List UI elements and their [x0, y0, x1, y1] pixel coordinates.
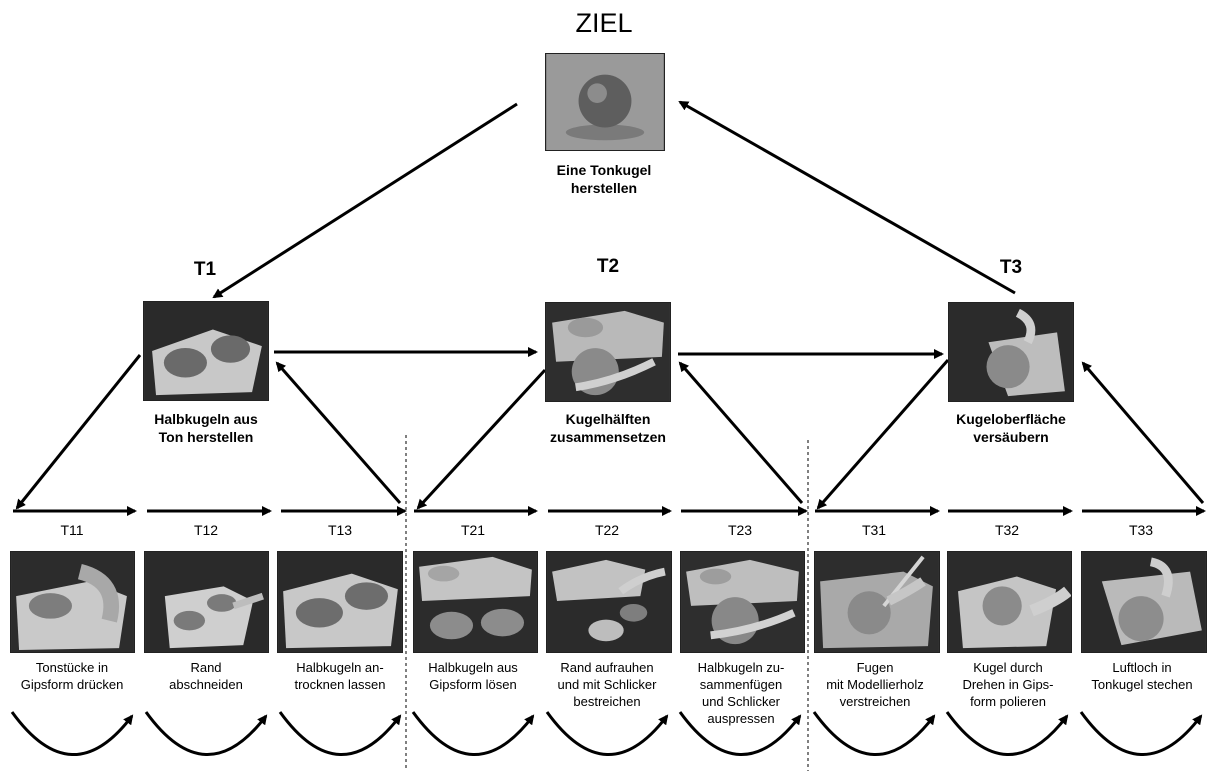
task-label-t2: T2 [596, 256, 620, 277]
curved-arrow-t12 [144, 711, 268, 756]
subtask-label-t21: T21 [460, 522, 486, 538]
subtask-photo-t23 [680, 551, 805, 653]
subtask-photo-t22 [546, 551, 672, 653]
subtask-caption-t31-line-2: mit Modellierholz [826, 677, 924, 692]
subtask-photo-t31 [814, 551, 940, 653]
curved-arrow-t21 [411, 711, 535, 756]
subtask-caption-t22-line-3: bestreichen [573, 694, 641, 709]
subtask-caption-t23: Halbkugeln zu- sammenfügen und Schlicker… [666, 659, 816, 727]
subtask-caption-t31: Fugen mit Modellierholz verstreichen [800, 659, 950, 710]
goal-caption: Eine Tonkugel herstellen [504, 161, 704, 197]
subtask-caption-t12-line-2: abschneiden [169, 677, 243, 692]
arrow-t33-to-t3 [1081, 361, 1205, 504]
curved-arrow-t22 [545, 711, 669, 756]
task-photo-t2 [545, 302, 671, 402]
task-caption-t2: Kugelhälften zusammensetzen [508, 410, 708, 446]
subtask-caption-t33: Luftloch in Tonkugel stechen [1067, 659, 1208, 693]
subtask-caption-t32: Kugel durch Drehen in Gips- form poliere… [933, 659, 1083, 710]
subtask-caption-t13-line-2: trocknen lassen [294, 677, 386, 692]
curved-arrow-t23 [678, 711, 802, 756]
task-caption-t3-line-2: versäubern [973, 429, 1049, 445]
task-caption-t3: Kugeloberfläche versäubern [911, 410, 1111, 446]
arrow-t13-to-t1 [275, 361, 402, 504]
task-caption-t1: Halbkugeln aus Ton herstellen [106, 410, 306, 446]
subtask-caption-t11-line-1: Tonstücke in [35, 660, 109, 675]
subtask-caption-t22-line-2: und mit Schlicker [557, 677, 657, 692]
subtask-caption-t32-line-1: Kugel durch [973, 660, 1043, 675]
subtask-caption-t31-line-3: verstreichen [839, 694, 911, 709]
task-caption-t1-line-1: Halbkugeln aus [154, 411, 258, 427]
subtask-caption-t11: Tonstücke in Gipsform drücken [0, 659, 147, 693]
subtask-label-t23: T23 [727, 522, 753, 538]
curved-arrow-t32 [945, 711, 1069, 756]
subtask-caption-t31-line-1: Fugen [856, 660, 894, 675]
subtask-caption-t11-line-2: Gipsform drücken [20, 677, 124, 692]
goal-caption-line-1: Eine Tonkugel [556, 162, 652, 178]
subtask-photo-t33 [1081, 551, 1207, 653]
subtask-caption-t33-line-1: Luftloch in [1112, 660, 1172, 675]
task-photo-t3 [948, 302, 1074, 402]
subtask-caption-t12-line-1: Rand [190, 660, 222, 675]
arrow-t1-to-t11 [15, 354, 142, 510]
subtask-label-t11: T11 [60, 522, 84, 538]
task-label-t3: T3 [999, 257, 1023, 278]
subtask-caption-t33-line-2: Tonkugel stechen [1091, 677, 1193, 692]
arrow-goal-to-t1 [212, 102, 518, 299]
subtask-label-t22: T22 [594, 522, 620, 538]
subtask-caption-t13: Halbkugeln an- trocknen lassen [265, 659, 415, 693]
arrow-t3-to-goal [678, 100, 1016, 295]
arrow-t3-to-t31 [816, 359, 950, 510]
goal-photo [545, 53, 665, 151]
subtask-photo-t13 [277, 551, 403, 653]
subtask-caption-t23-line-1: Halbkugeln zu- [697, 660, 785, 675]
subtask-caption-t32-line-2: Drehen in Gips- [962, 677, 1054, 692]
subtask-photo-t11 [10, 551, 135, 653]
subtask-caption-t22-line-1: Rand aufrauhen [560, 660, 654, 675]
subtask-label-t12: T12 [193, 522, 219, 538]
curved-arrow-t33 [1079, 711, 1203, 756]
goal-caption-line-2: herstellen [570, 180, 638, 196]
subtask-caption-t32-line-3: form polieren [970, 694, 1046, 709]
subtask-photo-t32 [947, 551, 1072, 653]
subtask-caption-t21: Halbkugeln aus Gipsform lösen [398, 659, 548, 693]
subtask-caption-t21-line-2: Gipsform lösen [429, 677, 517, 692]
arrow-t2-to-t21 [416, 368, 547, 510]
task-caption-t2-line-1: Kugelhälften [565, 411, 651, 427]
task-caption-t3-line-1: Kugeloberfläche [956, 411, 1066, 427]
subtask-caption-t13-line-1: Halbkugeln an- [296, 660, 384, 675]
arrow-t23-to-t2 [678, 361, 804, 504]
task-photo-t1 [143, 301, 269, 401]
subtask-caption-t23-line-2: sammenfügen [699, 677, 783, 692]
task-label-t1: T1 [193, 259, 217, 280]
curved-arrow-t31 [812, 711, 936, 756]
subtask-caption-t23-line-4: auspressen [707, 711, 775, 726]
subtask-label-t32: T32 [994, 522, 1020, 538]
subtask-caption-t21-line-1: Halbkugeln aus [428, 660, 518, 675]
subtask-caption-t23-line-3: und Schlicker [701, 694, 781, 709]
subtask-label-t31: T31 [861, 522, 887, 538]
subtask-photo-t21 [413, 551, 538, 653]
curved-arrow-t13 [278, 711, 402, 756]
subtask-photo-t12 [144, 551, 269, 653]
subtask-caption-t22: Rand aufrauhen und mit Schlicker bestrei… [532, 659, 682, 710]
curved-arrow-t11 [10, 711, 134, 756]
subtask-label-t33: T33 [1128, 522, 1154, 538]
task-caption-t1-line-2: Ton herstellen [158, 429, 254, 445]
subtask-caption-t12: Rand abschneiden [131, 659, 281, 693]
task-caption-t2-line-2: zusammensetzen [550, 429, 666, 445]
subtask-label-t13: T13 [327, 522, 353, 538]
goal-title: ZIEL [575, 8, 633, 38]
